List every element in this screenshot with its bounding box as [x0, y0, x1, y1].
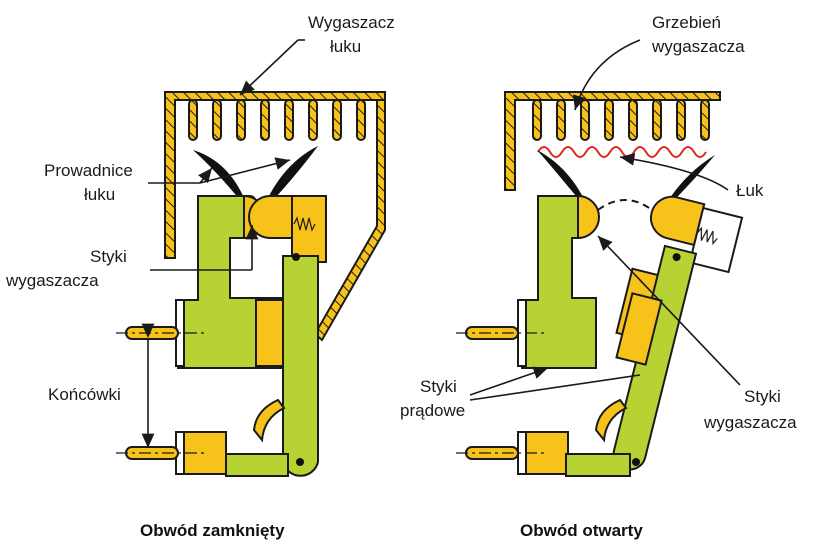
label-terminals: Końcówki: [48, 385, 121, 404]
arc-chute-frame-right: [504, 91, 721, 191]
main-current-contact: [255, 299, 287, 367]
label-arcing-contacts-left-2: wygaszacza: [5, 271, 99, 290]
open-circuit-drawing: [456, 91, 744, 477]
arc-chute-comb: [188, 99, 366, 141]
closed-circuit-drawing: [116, 91, 386, 477]
label-arc-guides: Prowadnice: [44, 161, 133, 180]
caption-closed-circuit: Obwód zamknięty: [140, 521, 285, 540]
label-arc-guides-2: łuku: [84, 185, 115, 204]
label-arc-chute-2: łuku: [330, 37, 361, 56]
label-arc: Łuk: [736, 181, 764, 200]
contact-spring: [293, 216, 316, 232]
caption-open-circuit: Obwód otwarty: [520, 521, 643, 540]
arc-chute-frame: [164, 91, 386, 259]
moving-arm: [282, 255, 319, 477]
labels: Wygaszacz łuku Grzebień wygaszacza Prowa…: [5, 13, 797, 540]
electric-arc: [537, 146, 707, 158]
label-arcing-contacts-left: Styki: [90, 247, 127, 266]
terminal-pins-right: [456, 326, 546, 460]
label-comb-2: wygaszacza: [651, 37, 745, 56]
main-current-contact-right: [615, 292, 663, 366]
label-current-contacts-2: prądowe: [400, 401, 465, 420]
moving-contact-bracket: [291, 195, 327, 263]
moving-contact-right: [612, 195, 744, 471]
leader-lines: [141, 39, 741, 448]
label-current-contacts: Styki: [420, 377, 457, 396]
moving-arcing-contact: [248, 195, 293, 239]
label-arcing-contacts-right-2: wygaszacza: [703, 413, 797, 432]
arc-chute-comb-right: [532, 99, 710, 141]
label-arc-chute: Wygaszacz: [308, 13, 395, 32]
fixed-arcing-contact-right: [577, 194, 600, 240]
label-comb: Grzebień: [652, 13, 721, 32]
label-arcing-contacts-right: Styki: [744, 387, 781, 406]
